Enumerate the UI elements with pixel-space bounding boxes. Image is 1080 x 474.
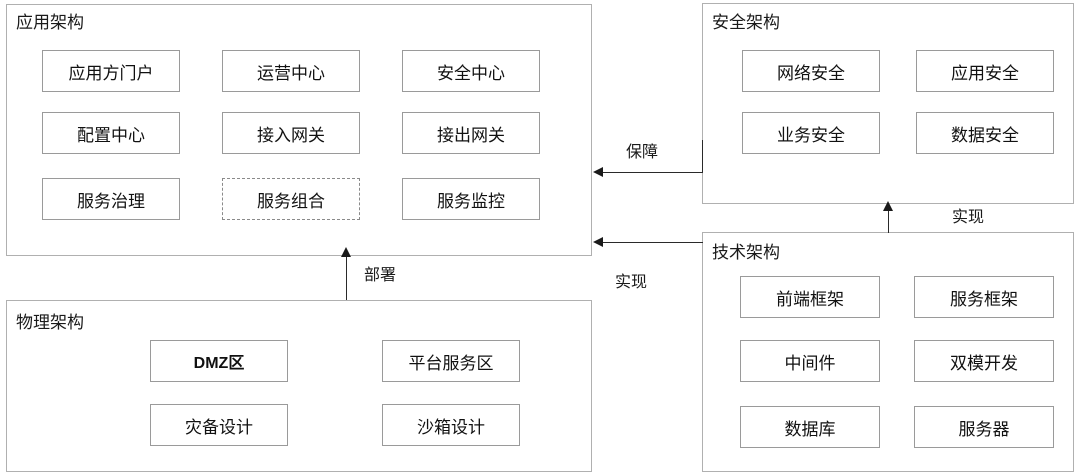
connector-physical-to-application-line [346,256,347,300]
group-title-physical-architecture: 物理架构 [16,313,84,332]
connector-technical-to-security-arrowhead [883,201,893,211]
node-application-security[interactable]: 应用安全 [916,50,1054,92]
node-database[interactable]: 数据库 [740,406,880,448]
connector-technical-to-application-line [603,242,703,243]
group-physical-architecture[interactable] [6,300,592,472]
node-data-security[interactable]: 数据安全 [916,112,1054,154]
node-service-governance[interactable]: 服务治理 [42,178,180,220]
connector-label-realize-security: 实现 [952,209,985,226]
connector-security-to-application-arrowhead [593,167,603,177]
connector-technical-to-application-arrowhead [593,237,603,247]
node-application-portal[interactable]: 应用方门户 [42,50,180,92]
node-platform-service-zone[interactable]: 平台服务区 [382,340,520,382]
node-inbound-gateway[interactable]: 接入网关 [222,112,360,154]
group-security-architecture[interactable] [702,3,1074,204]
node-frontend-framework[interactable]: 前端框架 [740,276,880,318]
connector-technical-to-security-line [888,210,889,233]
node-sandbox-design[interactable]: 沙箱设计 [382,404,520,446]
node-server[interactable]: 服务器 [914,406,1054,448]
node-operation-center[interactable]: 运营中心 [222,50,360,92]
node-dual-mode-development[interactable]: 双模开发 [914,340,1054,382]
connector-security-to-application-stub [702,140,703,172]
group-title-security-architecture: 安全架构 [712,13,780,32]
node-security-center[interactable]: 安全中心 [402,50,540,92]
group-title-technical-architecture: 技术架构 [712,243,780,262]
connector-label-deploy: 部署 [364,267,397,284]
node-service-framework[interactable]: 服务框架 [914,276,1054,318]
node-middleware[interactable]: 中间件 [740,340,880,382]
connector-security-to-application-line [603,172,703,173]
group-title-application-architecture: 应用架构 [16,13,84,32]
node-network-security[interactable]: 网络安全 [742,50,880,92]
node-disaster-recovery-design[interactable]: 灾备设计 [150,404,288,446]
connector-physical-to-application-arrowhead [341,247,351,257]
node-dmz-zone[interactable]: DMZ区 [150,340,288,382]
node-service-monitoring[interactable]: 服务监控 [402,178,540,220]
node-service-composition[interactable]: 服务组合 [222,178,360,220]
node-config-center[interactable]: 配置中心 [42,112,180,154]
node-outbound-gateway[interactable]: 接出网关 [402,112,540,154]
connector-label-guarantee: 保障 [626,144,659,161]
node-business-security[interactable]: 业务安全 [742,112,880,154]
connector-label-realize-application: 实现 [615,274,648,291]
